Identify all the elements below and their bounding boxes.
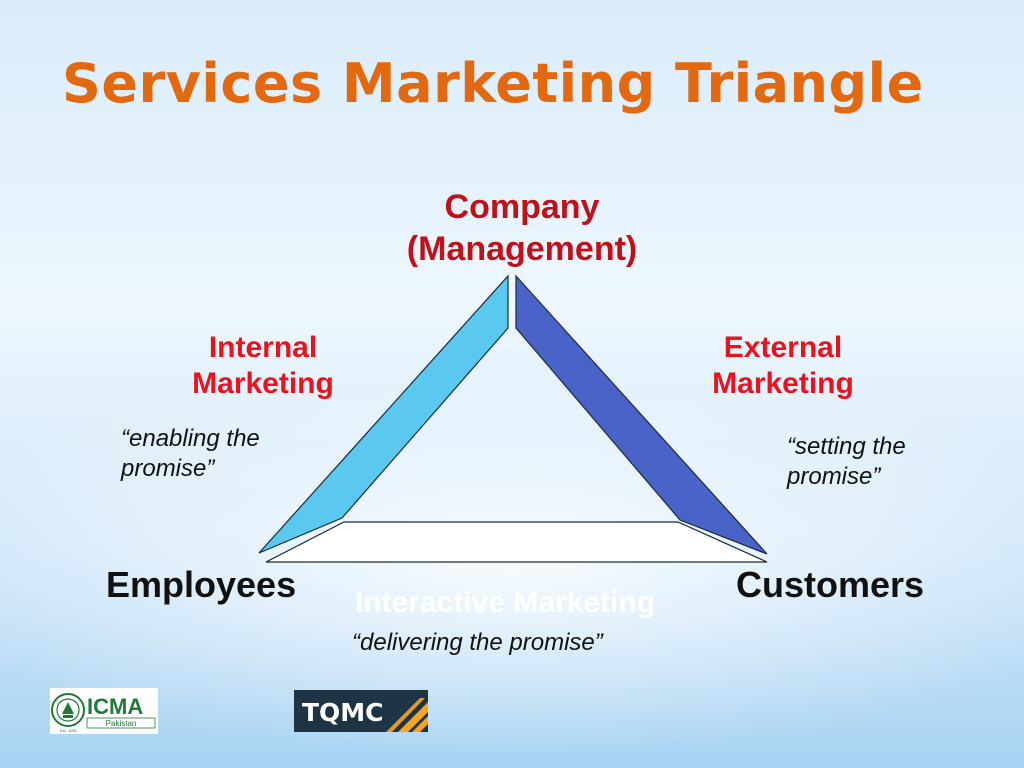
external-marketing-label: External Marketing — [690, 330, 876, 402]
setting-quote-line1: “setting the — [787, 433, 906, 460]
setting-quote: “setting the promise” — [787, 432, 906, 492]
external-marketing-line2: Marketing — [712, 367, 854, 400]
enabling-quote-line1: “enabling the — [121, 425, 260, 452]
internal-marketing-bar — [258, 274, 509, 554]
icma-seal-icon: ICMA Pakistan Est. 1951 — [50, 688, 158, 734]
vertex-customers: Customers — [736, 564, 925, 605]
svg-text:ICMA: ICMA — [87, 694, 143, 719]
icma-logo: ICMA Pakistan Est. 1951 — [50, 688, 158, 734]
delivering-quote: “delivering the promise” — [352, 629, 603, 656]
svg-text:TQMC: TQMC — [302, 698, 384, 727]
interactive-marketing-bar — [265, 521, 768, 563]
internal-marketing-line1: Internal — [208, 331, 318, 364]
enabling-quote-line2: promise” — [121, 455, 215, 482]
external-marketing-bar — [515, 274, 768, 555]
slide-title: Services Marketing Triangle — [62, 52, 924, 115]
internal-marketing-label: Internal Marketing — [168, 330, 358, 402]
svg-text:Pakistan: Pakistan — [106, 719, 137, 728]
setting-quote-line2: promise” — [787, 463, 881, 490]
vertex-company-line1: Company — [444, 188, 600, 226]
vertex-employees: Employees — [106, 564, 297, 605]
svg-text:Est. 1951: Est. 1951 — [60, 728, 78, 733]
external-marketing-line1: External — [723, 331, 843, 364]
tqmc-logo-icon: TQMC — [294, 690, 428, 732]
interactive-marketing-label: Interactive Marketing — [354, 586, 656, 619]
enabling-quote: “enabling the promise” — [121, 424, 260, 484]
tqmc-logo: TQMC — [294, 690, 428, 732]
vertex-company-line2: (Management) — [406, 230, 638, 268]
internal-marketing-line2: Marketing — [192, 367, 334, 400]
vertex-company: Company (Management) — [372, 186, 672, 270]
